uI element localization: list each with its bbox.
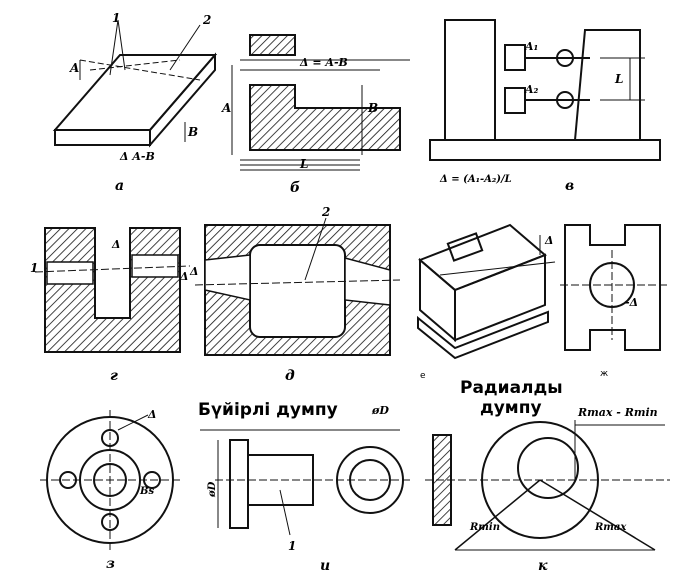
panel-a-label-2: 2	[202, 13, 211, 27]
panel-k-label-range: Rmax - Rmin	[577, 406, 658, 419]
panel-i	[200, 429, 410, 536]
radial-runout-heading-line2: думпу	[480, 398, 542, 418]
panel-k-caption: к	[538, 558, 548, 574]
plate-front-face	[54, 129, 151, 146]
radial-runout-heading-line1: Радиалды	[460, 378, 563, 398]
panel-g-caption: г	[110, 368, 118, 384]
panel-i-caption: и	[320, 558, 330, 574]
panel-v-label-A2: A₂	[524, 83, 539, 96]
panel-i-label-D-top: øD	[371, 404, 389, 417]
panel-a-label-1: 1	[112, 11, 120, 25]
panel-b-caption: б	[290, 180, 300, 196]
face-disc	[229, 439, 249, 529]
face-runout-heading: Бүйірлі думпу	[198, 400, 338, 420]
panel-d	[194, 217, 401, 356]
panel-v	[429, 19, 661, 161]
workpiece-block	[573, 29, 641, 141]
panel-k	[425, 420, 670, 551]
end-view-outer	[336, 446, 404, 514]
panel-i-label-1: 1	[288, 539, 296, 553]
panel-d-label-2: 2	[321, 205, 330, 219]
panel-a	[52, 19, 218, 148]
panel-b-label-B: B	[367, 101, 378, 115]
panel-g	[34, 227, 191, 353]
panel-a-caption: а	[115, 178, 124, 194]
panel-e	[417, 223, 556, 360]
panel-d-caption: д	[285, 368, 295, 384]
panel-zh-caption: ж	[600, 369, 608, 379]
panel-k-label-rmin: Rmin	[469, 522, 500, 533]
panel-v-caption: в	[565, 178, 574, 194]
plate-side-face	[149, 52, 216, 148]
panel-i-label-dD: øD	[207, 481, 218, 498]
panel-a-formula: Δ A-B	[119, 150, 155, 163]
stand-column	[444, 19, 496, 141]
panel-z-label-Bs: Bs	[139, 486, 154, 497]
panel-zh-label-delta: -Δ	[625, 296, 638, 309]
panel-zh	[560, 224, 668, 351]
panel-g-label-delta-2: Δ	[179, 270, 189, 283]
panel-g-label-delta: Δ	[111, 238, 121, 251]
panel-a-label-B: B	[187, 125, 198, 139]
radial-inner-circle	[517, 437, 579, 499]
panel-v-label-L: L	[614, 72, 623, 86]
panel-e-label-delta: Δ	[544, 234, 554, 247]
panel-z-label-delta: Δ	[147, 408, 157, 421]
panel-k-label-rmax: Rmax	[594, 522, 627, 533]
panel-g-label-1: 1	[30, 261, 38, 275]
panel-b-formula: Δ = A-B	[299, 56, 348, 69]
panel-z	[40, 410, 180, 550]
panel-a-label-A: A	[69, 61, 79, 75]
panel-v-label-A1: A₁	[524, 40, 538, 53]
panel-z-caption: з	[106, 556, 115, 572]
panel-d-label-delta: Δ	[189, 265, 199, 278]
panel-e-caption: е	[420, 371, 426, 381]
panel-b-label-L: L	[299, 157, 308, 171]
panel-b	[231, 34, 410, 171]
panel-v-formula: Δ = (A₁-A₂)/L	[439, 174, 512, 185]
panel-b-label-A: A	[221, 101, 231, 115]
radial-outer-circle	[481, 421, 599, 539]
base-plate	[429, 139, 661, 161]
